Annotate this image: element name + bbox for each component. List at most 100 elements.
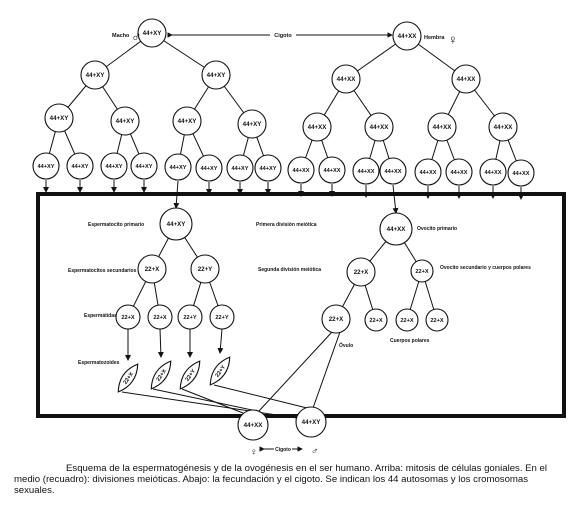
female-l3-cell-label: 44+XX — [485, 170, 502, 176]
male-l3-cell-circle — [100, 152, 128, 180]
spermatocyte-secondary-cell-circle — [137, 254, 167, 284]
female-l3-cell-label: 44+XX — [358, 169, 375, 175]
spermatocytes-secondary-label: Espermatocitos secundarios — [68, 268, 137, 274]
ovule-cell-label: 22+X — [329, 316, 344, 323]
oocyte-secondary-label: Ovocito secundario y cuerpos polares — [440, 265, 531, 271]
female-l1-cell: 44+XX — [331, 64, 361, 94]
spermatozoon: 22+Y — [179, 360, 201, 390]
spermatozoon: 22+X — [117, 363, 139, 393]
male-l1-cell-label: 44+XY — [207, 72, 227, 79]
female-l3-cell-circle — [414, 158, 442, 186]
polar-body-second-cell-circle — [425, 308, 449, 332]
male-l3-cell-label: 44+XY — [170, 165, 187, 171]
female-l2-cell: 44+XX — [427, 112, 457, 142]
spermatid-cell-circle — [177, 304, 203, 330]
female-l3-cell-circle — [379, 157, 407, 185]
male-l2-cell: 44+XY — [172, 106, 202, 136]
male-l3-cell: 44+XY — [226, 154, 254, 182]
female-l3-cell-label: 44+XX — [513, 171, 530, 177]
first-division-label: Primera división meiótica — [256, 222, 317, 228]
female-l3-cell-label: 44+XX — [293, 168, 310, 174]
female-l3-cell-circle — [479, 158, 507, 186]
male-l3-cell-circle — [195, 154, 223, 182]
female-l2-cell-label: 44+XX — [433, 124, 453, 131]
female-l1-cell-label: 44+XX — [337, 76, 357, 83]
female-l2-cell-label: 44+XX — [370, 124, 390, 131]
second-division-label: Segunda división meiótica — [258, 267, 321, 273]
spermatid-cell: 22+X — [115, 304, 141, 330]
male-l2-cell: 44+XY — [110, 106, 140, 136]
spt-to-spz — [217, 328, 224, 354]
polar-body-second-cell: 22+X — [425, 308, 449, 332]
male-l3-cell: 44+XY — [66, 152, 94, 180]
zygote-male-cell-label: 44+XY — [302, 419, 322, 426]
female-l1-cell-label: 44+XX — [457, 76, 477, 83]
polar-body-second-cell: 22+X — [395, 308, 419, 332]
female-root-cell: 44+XX — [392, 21, 422, 51]
spermatozoon-head — [117, 363, 139, 393]
spermatid-cell-circle — [147, 304, 173, 330]
oocyte-secondary-cell-label: 22+X — [354, 269, 369, 276]
zygote-female-cell-label: 44+XX — [244, 422, 264, 429]
spermatid-cell: 22+Y — [177, 304, 203, 330]
spz-tail-2 — [152, 388, 258, 412]
ovule-cell-circle — [321, 304, 351, 334]
female-l3-cell-label: 44+XX — [420, 170, 437, 176]
female-l3-cell-circle — [318, 156, 346, 184]
ovule-label: Óvulo — [339, 341, 353, 349]
spermatocyte-secondary-cell: 22+X — [137, 254, 167, 284]
spermatocyte-primary-label: Espermatocito primario — [88, 222, 144, 228]
male-l3-cell: 44+XY — [100, 152, 128, 180]
spz-tail-3 — [181, 388, 244, 414]
spermatids-label: Espermátidas — [84, 313, 117, 319]
spermatid-cell-label: 22+Y — [215, 315, 228, 321]
male-symbol: ♂ — [131, 28, 142, 44]
zygote-male-cell: 44+XY — [295, 406, 327, 438]
zygote-male-cell-circle — [295, 406, 327, 438]
male-root-cell-label: 44+XY — [143, 30, 163, 37]
female-l3-cell-circle — [507, 159, 535, 187]
oocyte-primary-cell-label: 44+XX — [387, 226, 407, 233]
male-l3-cell: 44+XY — [32, 152, 60, 180]
female-l1-cell-circle — [331, 64, 361, 94]
female-l3-cell-circle — [445, 158, 473, 186]
male-l2-cell-label: 44+XY — [178, 118, 198, 125]
ovule-cell: 22+X — [321, 304, 351, 334]
male-l3-cell-circle — [66, 152, 94, 180]
male-l1-cell-label: 44+XY — [86, 72, 106, 79]
female-l2-cell-circle — [488, 112, 518, 142]
spermatocyte-secondary-cell: 22+Y — [190, 254, 220, 284]
spermatozoon: 22+Y — [209, 356, 231, 386]
oocyte-primary-label: Ovocito primario — [417, 226, 457, 232]
female-l3-cell: 44+XX — [445, 158, 473, 186]
bottom-male-symbol: ♂ — [311, 446, 319, 457]
female-l2-cell: 44+XX — [488, 112, 518, 142]
female-l3-cell-label: 44+XX — [324, 168, 341, 174]
female-l3-cell: 44+XX — [507, 159, 535, 187]
male-l2-cell: 44+XY — [237, 109, 267, 139]
female-l3-cell: 44+XX — [318, 156, 346, 184]
bottom-female-symbol: ♀ — [250, 447, 258, 458]
female-l2-cell-circle — [364, 112, 394, 142]
female-l2-cell-label: 44+XX — [494, 124, 514, 131]
oocyte-primary-cell-circle — [379, 212, 413, 246]
polar-body-second-cell-label: 22+X — [369, 318, 382, 324]
spermatocyte-secondary-cell-label: 22+X — [145, 266, 160, 273]
spermatocyte-primary-cell-circle — [159, 207, 193, 241]
male-l1-cell: 44+XY — [80, 60, 110, 90]
male-l3-cell-label: 44+XY — [260, 166, 277, 172]
spermatocyte-secondary-cell-circle — [190, 254, 220, 284]
spermatid-cell-circle — [209, 304, 235, 330]
polar-body-second-cell-circle — [395, 308, 419, 332]
male-l3-cell-circle — [164, 153, 192, 181]
oocyte-primary-cell: 44+XX — [379, 212, 413, 246]
spermatozoon-head — [209, 356, 231, 386]
female-root-cell-label: 44+XX — [398, 33, 418, 40]
male-l2-cell-circle — [110, 106, 140, 136]
spermatid-cell-label: 22+X — [121, 315, 134, 321]
zygote-female-cell: 44+XX — [237, 409, 269, 441]
male-l3-cell-label: 44+XY — [38, 164, 55, 170]
figure-caption: Esquema de la espermatogénesis y de la o… — [14, 463, 548, 496]
male-label: Macho — [112, 33, 130, 39]
